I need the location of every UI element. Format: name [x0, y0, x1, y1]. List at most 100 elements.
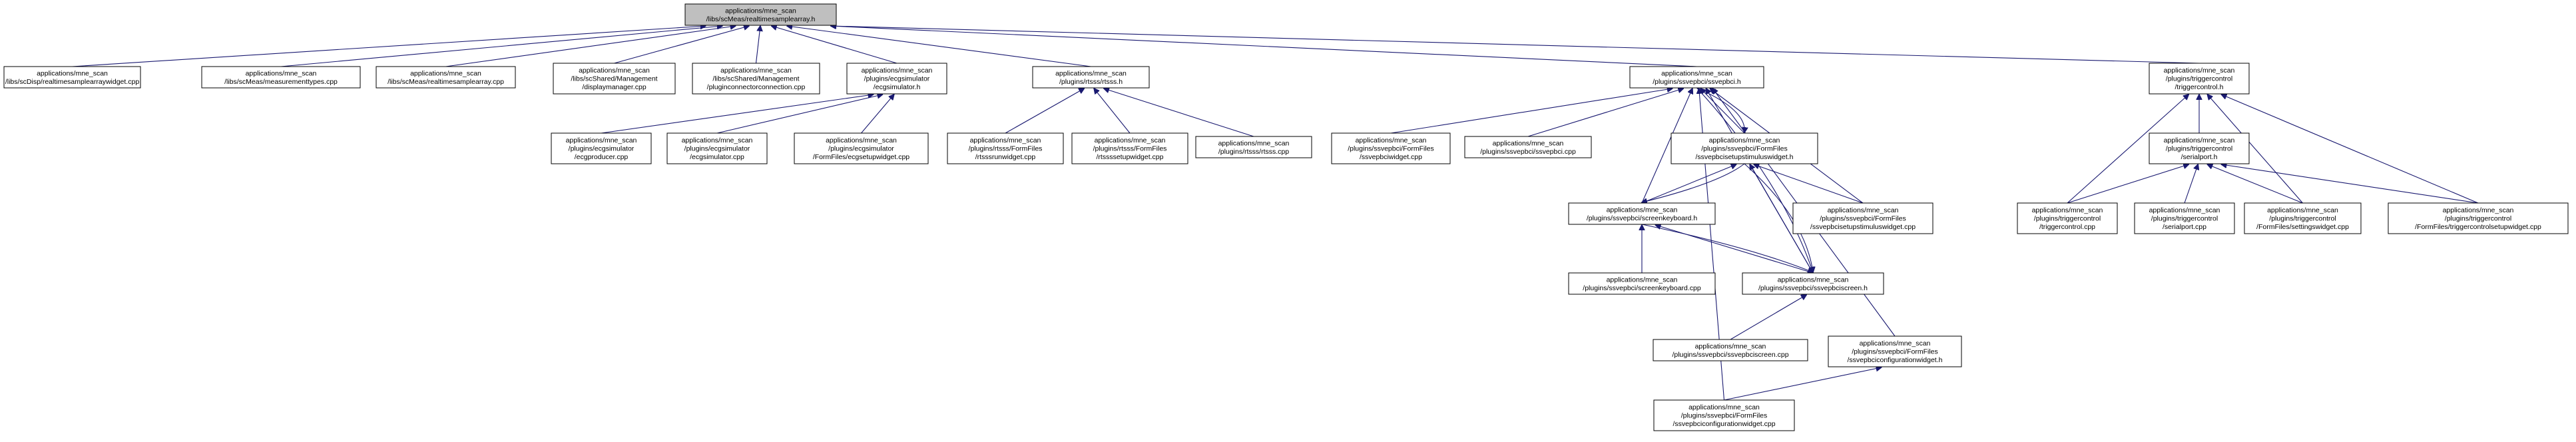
- node-serh[interactable]: applications/mne_scan/plugins/triggercon…: [2149, 132, 2250, 164]
- node-label-line: /triggercontrol.h: [2175, 83, 2224, 91]
- node-label-line: /ecgproducer.cpp: [575, 153, 629, 161]
- node-box: [692, 63, 820, 95]
- node-label-line: /libs/scMeas/realtimesamplearray.cpp: [387, 78, 504, 86]
- node-label-line: /plugins/triggercontrol: [2445, 215, 2511, 223]
- node-label-line: /plugins/ssvepbci/screenkeyboard.cpp: [1583, 284, 1701, 292]
- node-label-line: /rtssssetupwidget.cpp: [1097, 153, 1164, 161]
- node-label-line: /plugins/ssvepbci/ssvepbci.cpp: [1480, 148, 1576, 156]
- node-box: [1792, 202, 1933, 234]
- node-label-line: /rtsssrunwidget.cpp: [975, 153, 1036, 161]
- edge-stimh-to-ssvh: [1700, 89, 1745, 134]
- node-label-line: applications/mne_scan: [826, 136, 897, 144]
- node-ssvwidget[interactable]: applications/mne_scan/plugins/ssvepbci/F…: [1331, 132, 1451, 164]
- edge-trigcpp-to-trigh: [2067, 95, 2189, 204]
- edge-ecgprod-to-ecgh: [601, 95, 873, 134]
- node-n1[interactable]: applications/mne_scan/libs/scDisp/realti…: [3, 66, 141, 89]
- node-label-line: /serialport.cpp: [2163, 223, 2206, 231]
- node-settw[interactable]: applications/mne_scan/plugins/triggercon…: [2244, 202, 2362, 234]
- edge-settw-to-serh: [2207, 164, 2303, 204]
- edge-ecgsetup-to-ecgh: [861, 95, 894, 134]
- node-label-line: applications/mne_scan: [1607, 276, 1678, 284]
- node-label-line: applications/mne_scan: [970, 136, 1041, 144]
- node-box: [376, 66, 516, 89]
- node-stimcpp[interactable]: applications/mne_scan/plugins/ssvepbci/F…: [1792, 202, 1933, 234]
- node-scrcpp[interactable]: applications/mne_scan/plugins/ssvepbci/s…: [1653, 339, 1808, 361]
- node-label-line: /triggercontrol.cpp: [2039, 223, 2095, 231]
- node-label-line: /plugins/rtsss/rtsss.h: [1059, 78, 1123, 86]
- node-rtsssetup[interactable]: applications/mne_scan/plugins/rtsss/Form…: [1071, 132, 1188, 164]
- node-label-line: /ssvepbciconfigurationwidget.cpp: [1673, 420, 1775, 428]
- node-box: [201, 66, 361, 89]
- node-label-line: /plugins/triggercontrol: [2166, 145, 2232, 153]
- edge-trigsetw-to-serh: [2222, 164, 2479, 204]
- node-label-line: /ecgsimulator.h: [874, 83, 921, 91]
- node-label-line: applications/mne_scan: [2164, 136, 2235, 144]
- node-box: [2017, 202, 2118, 234]
- node-ssvcpp[interactable]: applications/mne_scan/plugins/ssvepbci/s…: [1464, 136, 1592, 158]
- edge-n3-to-root: [445, 26, 736, 67]
- node-ecgcpp[interactable]: applications/mne_scan/plugins/ecgsimulat…: [666, 132, 768, 164]
- node-label-line: applications/mne_scan: [1218, 139, 1290, 147]
- node-scrh[interactable]: applications/mne_scan/plugins/ssvepbci/s…: [1742, 272, 1884, 295]
- node-cfgcpp[interactable]: applications/mne_scan/plugins/ssvepbci/F…: [1653, 399, 1795, 431]
- node-n3[interactable]: applications/mne_scan/libs/scMeas/realti…: [376, 66, 516, 89]
- node-label-line: /ssvepbcisetupstimuluswidget.h: [1695, 153, 1793, 161]
- node-label-line: applications/mne_scan: [725, 7, 796, 15]
- node-label-line: /serialport.h: [2181, 153, 2218, 161]
- node-label-line: /plugins/ecgsimulator: [828, 145, 894, 153]
- node-label-line: /libs/scShared/Management: [571, 75, 657, 83]
- node-label-line: applications/mne_scan: [1778, 276, 1849, 284]
- node-label-line: applications/mne_scan: [1493, 139, 1564, 147]
- node-rtsscpp[interactable]: applications/mne_scan/plugins/rtsss/rtss…: [1195, 136, 1312, 158]
- node-label-line: /libs/scShared/Management: [712, 75, 799, 83]
- node-box: [1742, 272, 1884, 295]
- node-n2[interactable]: applications/mne_scan/libs/scMeas/measur…: [201, 66, 361, 89]
- edge-scrcpp-to-scrh: [1730, 295, 1806, 340]
- node-sercpp[interactable]: applications/mne_scan/plugins/triggercon…: [2134, 202, 2235, 234]
- node-box: [1195, 136, 1312, 158]
- node-label-line: /libs/scMeas/measurementtypes.cpp: [224, 78, 338, 86]
- node-label-line: applications/mne_scan: [1095, 136, 1166, 144]
- node-ssvh[interactable]: applications/mne_scan/plugins/ssvepbci/s…: [1629, 66, 1764, 89]
- edge-scrh-to-stimh: [1750, 164, 1814, 274]
- node-label-line: /FormFiles/triggercontrolsetupwidget.cpp: [2415, 223, 2541, 231]
- edge-sercpp-to-serh: [2184, 164, 2198, 204]
- edge-stimcpp-to-stimh: [1754, 164, 1864, 204]
- edge-trigcpp-to-serh: [2067, 164, 2189, 204]
- edge-kbh-to-stimh: [1641, 164, 1736, 204]
- node-label-line: /plugins/ssvepbci/ssvepbciscreen.cpp: [1672, 351, 1788, 359]
- node-label-line: applications/mne_scan: [1828, 206, 1899, 214]
- node-trigcpp[interactable]: applications/mne_scan/plugins/triggercon…: [2017, 202, 2118, 234]
- node-box: [794, 132, 929, 164]
- edge-rtsscpp-to-rtssh: [1104, 89, 1254, 137]
- node-box: [2149, 63, 2250, 95]
- node-box: [553, 63, 676, 95]
- nodes: applications/mne_scan/libs/scMeas/realti…: [3, 3, 2569, 431]
- node-ecgh[interactable]: applications/mne_scan/plugins/ecgsimulat…: [846, 63, 947, 95]
- node-label-line: /ssvepbciwidget.cpp: [1360, 153, 1422, 161]
- node-n4[interactable]: applications/mne_scan/libs/scShared/Mana…: [553, 63, 676, 95]
- node-box: [1071, 132, 1188, 164]
- node-trigsetw[interactable]: applications/mne_scan/plugins/triggercon…: [2388, 202, 2569, 234]
- node-kbh[interactable]: applications/mne_scan/plugins/ssvepbci/s…: [1568, 202, 1716, 225]
- node-box: [1671, 132, 1818, 164]
- node-stimh[interactable]: applications/mne_scan/plugins/ssvepbci/F…: [1671, 132, 1818, 164]
- node-ecgsetup[interactable]: applications/mne_scan/plugins/ecgsimulat…: [794, 132, 929, 164]
- node-kbcpp[interactable]: applications/mne_scan/plugins/ssvepbci/s…: [1568, 272, 1716, 295]
- edge-ssvcpp-to-ssvh: [1527, 89, 1683, 137]
- node-cfgh[interactable]: applications/mne_scan/plugins/ssvepbci/F…: [1828, 335, 1962, 367]
- node-label-line: /libs/scDisp/realtimesamplearraywidget.c…: [5, 78, 139, 86]
- node-label-line: applications/mne_scan: [1356, 136, 1427, 144]
- node-ecgprod[interactable]: applications/mne_scan/plugins/ecgsimulat…: [551, 132, 652, 164]
- edge-rtsssetup-to-rtssh: [1094, 89, 1131, 134]
- node-rtssrun[interactable]: applications/mne_scan/plugins/rtsss/Form…: [947, 132, 1064, 164]
- node-label-line: applications/mne_scan: [2032, 206, 2103, 214]
- node-label-line: /plugins/ecgsimulator: [684, 145, 750, 153]
- node-trigh[interactable]: applications/mne_scan/plugins/triggercon…: [2149, 63, 2250, 95]
- node-n5[interactable]: applications/mne_scan/libs/scShared/Mana…: [692, 63, 820, 95]
- node-rtssh[interactable]: applications/mne_scan/plugins/rtsss/rtss…: [1032, 66, 1150, 89]
- node-root[interactable]: applications/mne_scan/libs/scMeas/realti…: [684, 3, 837, 26]
- node-label-line: /plugins/ecgsimulator: [569, 145, 635, 153]
- node-label-line: applications/mne_scan: [1860, 339, 1931, 347]
